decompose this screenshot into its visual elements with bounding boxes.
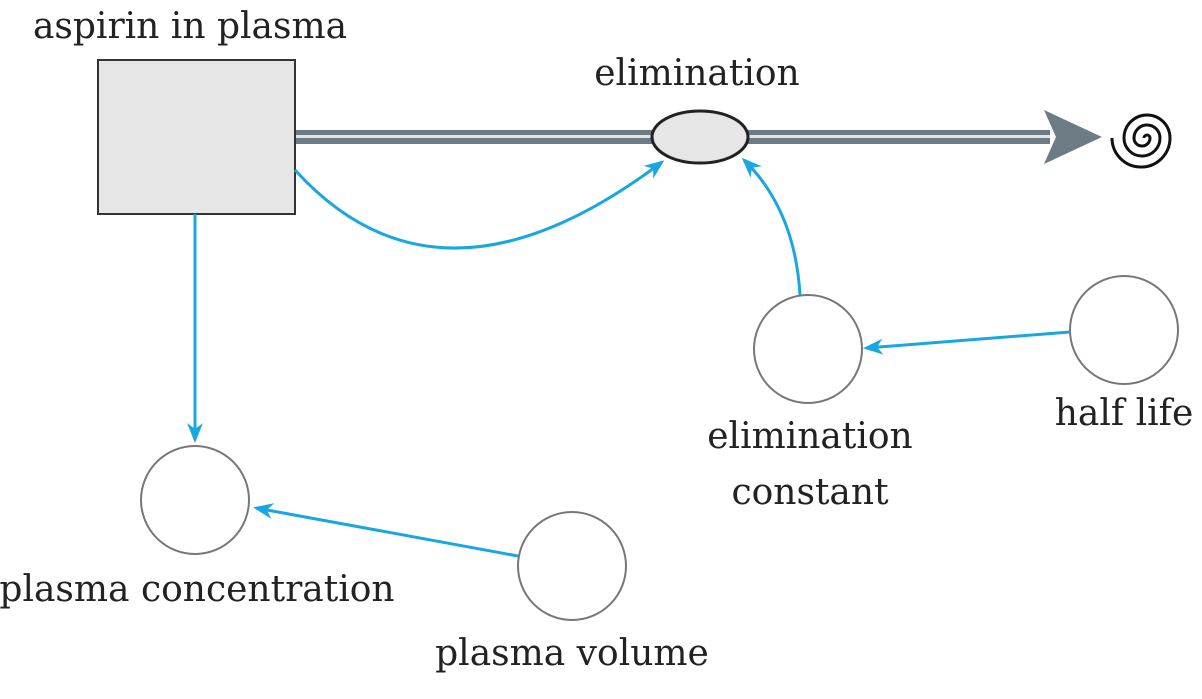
half-life-label: half life [1055,393,1194,434]
plasma-concentration-label: plasma concentration [0,569,395,610]
flow-label: elimination [594,53,799,94]
connector-half-life-to-elimination-constant[interactable] [863,330,1071,355]
aux-node-plasma-volume[interactable] [517,511,627,621]
elimination-constant-label-line2: constant [731,472,889,513]
cloud-spiral-icon [1110,113,1172,169]
connector-plasma-volume-to-plasma-concentration[interactable] [253,503,519,558]
flow-arrowhead [1044,110,1102,164]
connector-elimination-constant-to-elimination[interactable] [741,157,802,296]
aux-node-plasma-concentration[interactable] [140,445,250,555]
flow-valve-elimination[interactable] [650,109,750,165]
stock-aspirin-in-plasma[interactable] [97,59,296,215]
aux-node-half-life[interactable] [1069,275,1179,385]
plasma-volume-label: plasma volume [435,633,709,674]
connector-stock-to-elimination[interactable] [293,160,665,250]
stock-label: aspirin in plasma [33,6,347,47]
aux-node-elimination-constant[interactable] [753,294,863,404]
elimination-constant-label-line1: elimination [707,416,912,457]
